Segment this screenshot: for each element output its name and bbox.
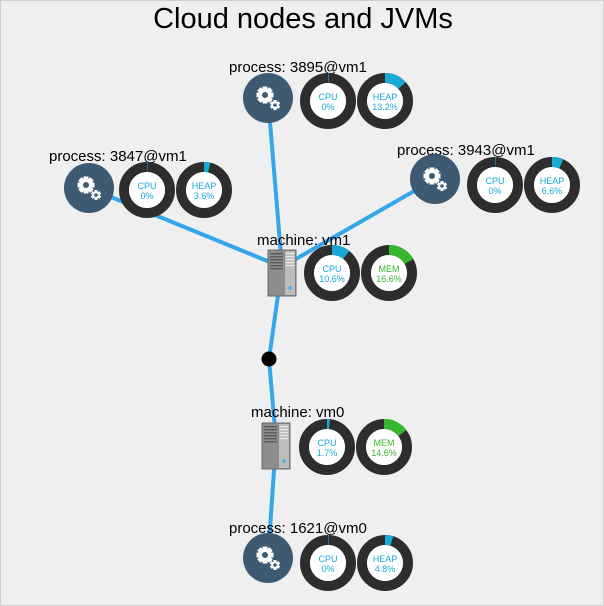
server-icon: [261, 422, 291, 470]
gauge-metric-name: HEAP: [540, 176, 565, 186]
gauge-metric-name: MEM: [374, 438, 395, 448]
gauge-metric-value: 13.2%: [372, 102, 398, 112]
gauge-metric-name: CPU: [322, 264, 341, 274]
connection-edge: [266, 96, 284, 269]
gauge-fill: [524, 157, 580, 213]
gear-icon: [256, 86, 281, 110]
gauge-metric-name: CPU: [318, 92, 337, 102]
connection-edge: [280, 177, 437, 269]
gauge-metric-value: 16.6%: [376, 274, 402, 284]
gauge-metric-value: 14.6%: [371, 448, 397, 458]
gauge-fill: [357, 535, 413, 591]
gauge-metric-value: 0%: [321, 102, 334, 112]
gauge-metric-name: HEAP: [373, 554, 398, 564]
gauge-metric-value: 6.6%: [542, 186, 563, 196]
gear-icon: [423, 167, 448, 191]
gauge-fill: [299, 419, 355, 475]
gauge-metric-value: 10.6%: [319, 274, 345, 284]
gauge-fill: [304, 245, 360, 301]
gauge-metric-value: 4.8%: [375, 564, 396, 574]
gauge-fill: [361, 245, 417, 301]
junction-dot[interactable]: [261, 351, 277, 367]
gauge-metric-value: 0%: [140, 191, 153, 201]
node-label: machine: vm0: [251, 404, 344, 421]
gauge-metric-name: HEAP: [192, 181, 217, 191]
gauge-metric-name: CPU: [485, 176, 504, 186]
gauge-fill: [119, 162, 175, 218]
gauge-fill: [467, 157, 523, 213]
node-label: process: 1621@vm0: [229, 520, 367, 537]
gauge-metric-name: CPU: [137, 181, 156, 191]
gauge-metric-name: CPU: [318, 554, 337, 564]
gauge-fill: [176, 162, 232, 218]
gauge-metric-name: CPU: [317, 438, 336, 448]
gauge-fill: [300, 535, 356, 591]
gauge-fill: [357, 73, 413, 129]
gauge-fill: [300, 73, 356, 129]
gauge-metric-value: 0%: [321, 564, 334, 574]
server-icon: [267, 249, 297, 297]
gauge-metric-name: HEAP: [373, 92, 398, 102]
gauge-metric-value: 0%: [488, 186, 501, 196]
gauge-metric-value: 1.7%: [317, 448, 338, 458]
node-label: process: 3847@vm1: [49, 148, 187, 165]
gauge-fill: [356, 419, 412, 475]
node-label: machine: vm1: [257, 232, 350, 249]
gauge-metric-value: 3.6%: [194, 191, 215, 201]
diagram-title: Cloud nodes and JVMs: [153, 3, 453, 35]
node-label: process: 3943@vm1: [397, 142, 535, 159]
gauge-metric-name: MEM: [379, 264, 400, 274]
gear-icon: [256, 546, 281, 570]
node-label: process: 3895@vm1: [229, 59, 367, 76]
connection-edge: [87, 186, 284, 269]
gear-icon: [77, 176, 102, 200]
